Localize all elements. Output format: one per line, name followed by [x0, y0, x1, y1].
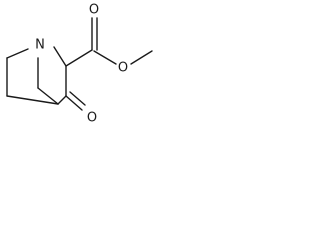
bond-c5-c4	[6, 95, 59, 105]
bond-cester-o-ester	[93, 50, 117, 65]
bond-c3-o-ketone-a	[65, 95, 83, 111]
bond-c3-o-ketone-b	[69, 91, 86, 106]
bond-o-ester-methyl	[130, 50, 153, 65]
bond-c3-c4	[57, 95, 67, 105]
bond-c2-cester	[65, 49, 93, 67]
chemical-structure-diagram: N O O O	[6, 3, 153, 126]
atom-label-carbonyl-oxygen: O	[89, 3, 99, 18]
atom-label-ester-oxygen: O	[118, 61, 128, 76]
bond-n1-c2	[53, 46, 67, 67]
atom-label-nitrogen: N	[35, 38, 45, 53]
atom-label-ketone-oxygen: O	[87, 111, 97, 126]
bond-c7-c4	[37, 87, 59, 105]
bond-n1-c6	[6, 48, 29, 59]
